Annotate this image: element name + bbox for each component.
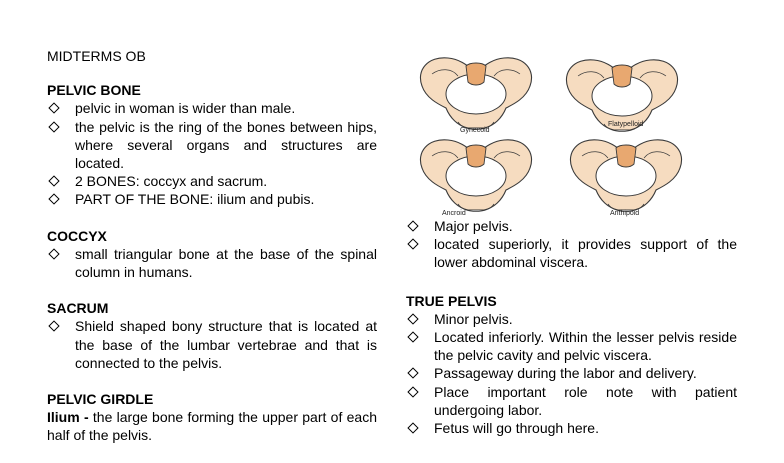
ancroid-pelvis-icon: Ancroid [419,139,533,217]
section-heading: PELVIC GIRDLE [47,391,154,408]
bullet-item: Major pelvis. [406,217,737,235]
bullet-item: Fetus will go through here. [406,419,737,437]
section-heading: SACRUM [47,300,109,317]
bullet-item: PART OF THE BONE: ilium and pubis. [47,190,377,208]
section-heading: PELVIC BONE [47,82,141,99]
bullet-item: Place important role note with patient u… [406,383,737,419]
left-column: MIDTERMS OB PELVIC BONE pelvic in woman … [47,47,377,463]
anthipoid-pelvis-icon: Anthipoid [569,139,683,217]
diamond-bullet-icon [48,193,60,206]
diamond-bullet-icon [407,220,419,232]
diamond-bullet-icon [407,367,419,380]
diamond-bullet-icon [407,313,419,325]
document-title: MIDTERMS OB [47,48,146,64]
flatypelloid-pelvis-icon: Flatypelloid [565,59,679,133]
bullet-item: small triangular bone at the base of the… [47,245,377,281]
bullet-item: located superiorly, it provides support … [406,235,737,271]
pelvis-types-figure: Gynecoid Flatypelloid Ancroid Anthipoid [412,52,752,220]
pelvis-illustration: Gynecoid Flatypelloid Ancroid Anthipoid [419,57,683,217]
diamond-bullet-icon [407,238,419,250]
definition-term: Ilium - [47,409,89,426]
diamond-bullet-icon [407,385,419,398]
pelvic-girdle-definition: Ilium - the large bone forming the upper… [47,408,377,444]
bullet-item: the pelvic is the ring of the bones betw… [47,118,377,173]
diamond-bullet-icon [48,102,60,115]
diamond-bullet-icon [48,248,60,260]
bullet-item: Located inferiorly. Within the lesser pe… [406,328,737,364]
gynecoid-pelvis-icon: Gynecoid [419,57,533,134]
bullet-item: Shield shaped bony structure that is loc… [47,317,377,372]
section-pelvic-bone: PELVIC BONE pelvic in woman is wider tha… [47,81,377,208]
bullet-item: pelvic in woman is wider than male. [47,99,377,117]
bullet-item: 2 BONES: coccyx and sacrum. [47,172,377,190]
definition-text: the large bone forming the upper part of… [47,409,377,444]
section-heading: TRUE PELVIS [406,292,497,309]
figure-label: Ancroid [442,210,466,217]
section-false-pelvis: Major pelvis. located superiorly, it pro… [406,217,737,272]
figure-label: Gynecoid [460,127,490,134]
right-column: Major pelvis. located superiorly, it pro… [406,217,737,455]
bullet-item: Passageway during the labor and delivery… [406,364,737,382]
bullet-item: Minor pelvis. [406,310,737,328]
figure-label: Flatypelloid [608,121,644,128]
figure-label: Anthipoid [610,210,639,217]
section-pelvic-girdle: PELVIC GIRDLE Ilium - the large bone for… [47,390,377,445]
diamond-bullet-icon [48,120,60,133]
diamond-bullet-icon [48,175,60,187]
diamond-bullet-icon [48,320,60,333]
section-coccyx: COCCYX small triangular bone at the base… [47,227,377,282]
section-sacrum: SACRUM Shield shaped bony structure that… [47,299,377,372]
section-heading: COCCYX [47,227,107,244]
diamond-bullet-icon [407,331,419,343]
diamond-bullet-icon [407,422,419,434]
section-true-pelvis: TRUE PELVIS Minor pelvis. Located inferi… [406,292,737,438]
